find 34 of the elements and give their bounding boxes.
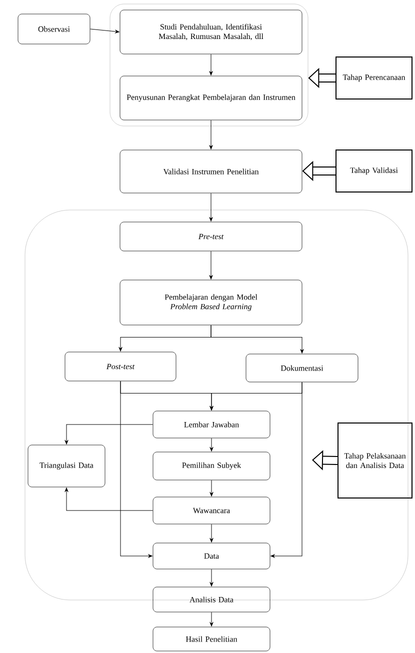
process-box: Analisis Data: [152, 586, 270, 612]
arrow: [209, 54, 213, 76]
process-box: Pemilihan Subyek: [152, 452, 270, 480]
process-box: Penyusunan Perangkat Pembelajaran dan Instrumen: [120, 76, 302, 120]
process-box: Observasi: [18, 14, 90, 44]
arrow: [64, 488, 154, 511]
arrow: [210, 524, 214, 542]
process-box: Triangulasi Data: [28, 444, 106, 488]
arrow: [210, 612, 214, 626]
arrow: [210, 324, 304, 354]
process-box: Wawancara: [152, 496, 270, 524]
process-box: Studi Pendahuluan, Identifikasi Masalah, Rumusan Masalah, dll: [120, 10, 302, 54]
process-box: Dokumentasi: [246, 354, 358, 382]
phase-box: Tahap Perencanaan: [336, 56, 412, 100]
phase-box: Tahap Validasi: [336, 150, 412, 192]
arrow: [120, 380, 152, 558]
arrow: [64, 424, 154, 444]
arrow: [210, 438, 214, 452]
process-box: Pre-test: [120, 222, 302, 252]
arrow: [270, 382, 302, 558]
arrow: [209, 250, 213, 280]
arrow: [209, 192, 213, 222]
arrow: [210, 480, 214, 496]
arrow: [90, 28, 120, 34]
process-box: Validasi Instrumen Penelitian: [120, 150, 302, 194]
arrow: [209, 120, 213, 150]
process-box: Post-test: [64, 352, 176, 382]
arrow: [210, 568, 214, 586]
process-box: Hasil Penelitian: [152, 626, 270, 652]
process-box: Pembelajaran dengan Model Problem Based Learning: [120, 280, 302, 326]
phase-box: Tahap Pelaksanaan dan Analisis Data: [338, 422, 412, 498]
process-box: Data: [152, 542, 270, 570]
process-box: Lembar Jawaban: [152, 410, 270, 438]
group-bracket: [110, 4, 308, 126]
